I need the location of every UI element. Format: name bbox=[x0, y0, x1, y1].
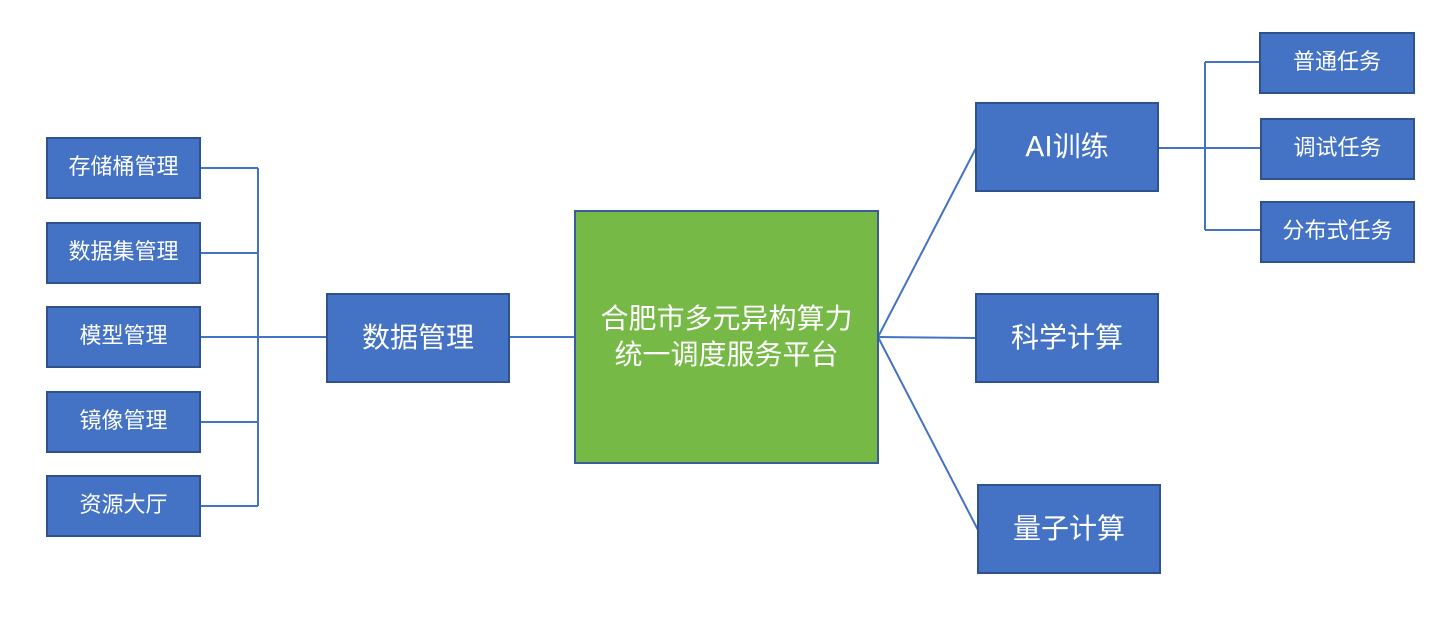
center-title-line-1: 合肥市多元异构算力 bbox=[600, 301, 853, 335]
node-normal-task: 普通任务 bbox=[1259, 32, 1415, 94]
node-label: AI训练 bbox=[1025, 129, 1109, 163]
node-label: 存储桶管理 bbox=[68, 154, 179, 180]
node-label: 模型管理 bbox=[79, 323, 168, 349]
node-platform-center: 合肥市多元异构算力 统一调度服务平台 bbox=[574, 210, 879, 464]
node-label: 分布式任务 bbox=[1282, 218, 1393, 244]
node-ai-training: AI训练 bbox=[975, 102, 1159, 192]
node-label: 镜像管理 bbox=[79, 408, 168, 434]
node-label: 数据管理 bbox=[361, 320, 474, 354]
node-label: 量子计算 bbox=[1012, 511, 1125, 545]
node-dataset-management: 数据集管理 bbox=[46, 222, 201, 284]
node-data-management: 数据管理 bbox=[326, 293, 510, 383]
node-debug-task: 调试任务 bbox=[1260, 118, 1415, 180]
node-distributed-task: 分布式任务 bbox=[1260, 201, 1415, 263]
center-title-line-2: 统一调度服务平台 bbox=[614, 338, 839, 371]
node-image-management: 镜像管理 bbox=[46, 391, 201, 453]
connector-line bbox=[877, 147, 977, 338]
node-label: 科学计算 bbox=[1010, 320, 1123, 354]
connector-line bbox=[877, 336, 977, 339]
node-label: 资源大厅 bbox=[79, 492, 168, 518]
node-label: 数据集管理 bbox=[68, 239, 179, 265]
node-storage-bucket-management: 存储桶管理 bbox=[46, 137, 201, 199]
node-resource-hall: 资源大厅 bbox=[46, 475, 201, 537]
connector-line bbox=[877, 336, 979, 531]
node-model-management: 模型管理 bbox=[46, 306, 201, 368]
node-quantum-computing: 量子计算 bbox=[977, 484, 1161, 574]
node-scientific-computing: 科学计算 bbox=[975, 293, 1159, 383]
node-label: 调试任务 bbox=[1293, 135, 1382, 161]
node-label: 普通任务 bbox=[1292, 49, 1381, 75]
